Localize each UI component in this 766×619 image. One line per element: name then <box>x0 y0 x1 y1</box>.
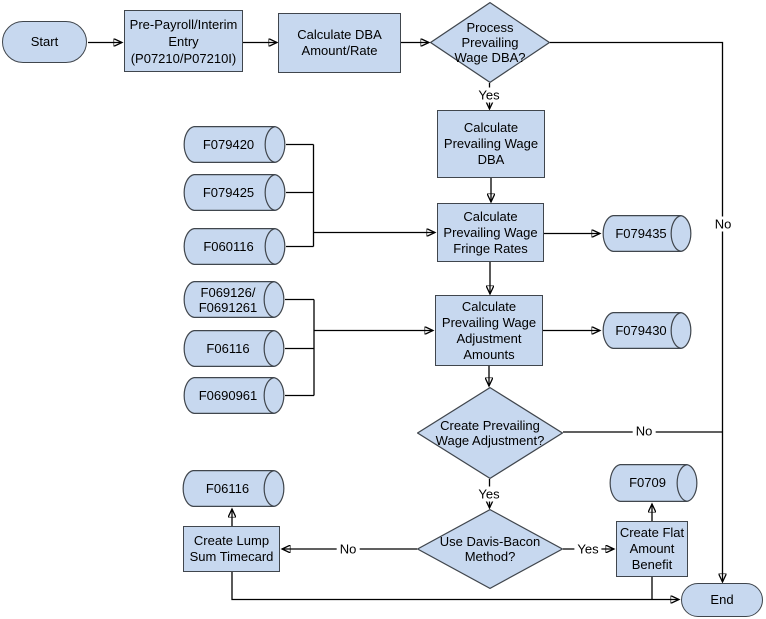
node-calculate-prevailing-wage-dba-label: Calculate Prevailing Wage DBA <box>443 120 539 167</box>
db-f079435: F079435 <box>602 215 692 252</box>
node-process-prevailing-wage-dba-label: Process Prevailing Wage DBA? <box>454 20 526 65</box>
db-f0690961-label: F0690961 <box>198 387 258 403</box>
db-f06116-output-label: F06116 <box>205 480 250 496</box>
node-end: End <box>681 583 763 617</box>
edge-label-create-adj-yes: Yes <box>475 486 503 502</box>
node-create-flat-amount-benefit: Create Flat Amount Benefit <box>616 521 688 577</box>
db-f079430-label: F079430 <box>615 322 667 338</box>
node-create-lump-sum-timecard-label: Create Lump Sum Timecard <box>189 533 274 564</box>
edge-lump-to-end <box>231 572 679 600</box>
db-f06116-input-label: F06116 <box>206 340 250 356</box>
node-calculate-dba-amount-rate-label: Calculate DBA Amount/Rate <box>297 27 382 58</box>
node-process-prevailing-wage-dba-decision: Process Prevailing Wage DBA? <box>430 2 550 83</box>
edge-process-no-to-end <box>550 41 723 583</box>
db-f079435-label: F079435 <box>615 225 667 241</box>
db-f06116-output: F06116 <box>182 470 285 507</box>
db-f079430: F079430 <box>602 312 692 349</box>
node-pre-payroll-entry: Pre-Payroll/Interim Entry (P07210/P07210… <box>124 10 243 72</box>
db-f079425: F079425 <box>183 174 286 211</box>
edge-label-create-adj-no: No <box>632 423 656 439</box>
edge-label-process-yes: Yes <box>475 87 503 103</box>
edge-label-davis-no: No <box>336 541 360 557</box>
node-calculate-prevailing-wage-adjustment-amounts: Calculate Prevailing Wage Adjustment Amo… <box>435 295 543 366</box>
node-calculate-prevailing-wage-dba: Calculate Prevailing Wage DBA <box>437 110 545 178</box>
node-calculate-prevailing-wage-fringe-rates-label: Calculate Prevailing Wage Fringe Rates <box>443 208 538 256</box>
db-f079425-label: F079425 <box>202 184 255 200</box>
node-create-flat-amount-benefit-label: Create Flat Amount Benefit <box>619 525 685 572</box>
node-end-label: End <box>710 592 734 607</box>
edge-label-davis-yes: Yes <box>574 541 602 557</box>
db-f0709-label: F0709 <box>629 475 666 490</box>
db-f060116-label: F060116 <box>203 238 254 254</box>
node-create-prevailing-wage-adjustment-decision: Create Prevailing Wage Adjustment? <box>417 387 563 479</box>
node-calculate-dba-amount-rate: Calculate DBA Amount/Rate <box>278 13 401 73</box>
node-start-label: Start <box>30 34 59 49</box>
node-start: Start <box>2 21 87 63</box>
db-f069126-f0691261-label: F069126/ F0691261 <box>198 284 258 315</box>
edge-label-process-no: No <box>711 216 735 232</box>
node-calculate-prevailing-wage-fringe-rates: Calculate Prevailing Wage Fringe Rates <box>437 203 544 262</box>
node-create-prevailing-wage-adjustment-label: Create Prevailing Wage Adjustment? <box>435 418 545 448</box>
db-f0709: F0709 <box>609 464 698 502</box>
node-create-lump-sum-timecard: Create Lump Sum Timecard <box>183 526 280 572</box>
node-calculate-prevailing-wage-adjustment-amounts-label: Calculate Prevailing Wage Adjustment Amo… <box>441 298 537 362</box>
db-f060116: F060116 <box>183 228 286 265</box>
db-f069126-f0691261: F069126/ F0691261 <box>183 281 285 318</box>
db-f0690961: F0690961 <box>183 377 285 414</box>
node-pre-payroll-entry-label: Pre-Payroll/Interim Entry (P07210/P07210… <box>129 16 238 66</box>
db-f06116-input: F06116 <box>183 330 285 367</box>
db-f079420-label: F079420 <box>202 136 255 152</box>
node-use-davis-bacon-method-decision: Use Davis-Bacon Method? <box>417 509 563 589</box>
db-f079420: F079420 <box>183 126 286 163</box>
node-use-davis-bacon-method-label: Use Davis-Bacon Method? <box>439 534 541 564</box>
